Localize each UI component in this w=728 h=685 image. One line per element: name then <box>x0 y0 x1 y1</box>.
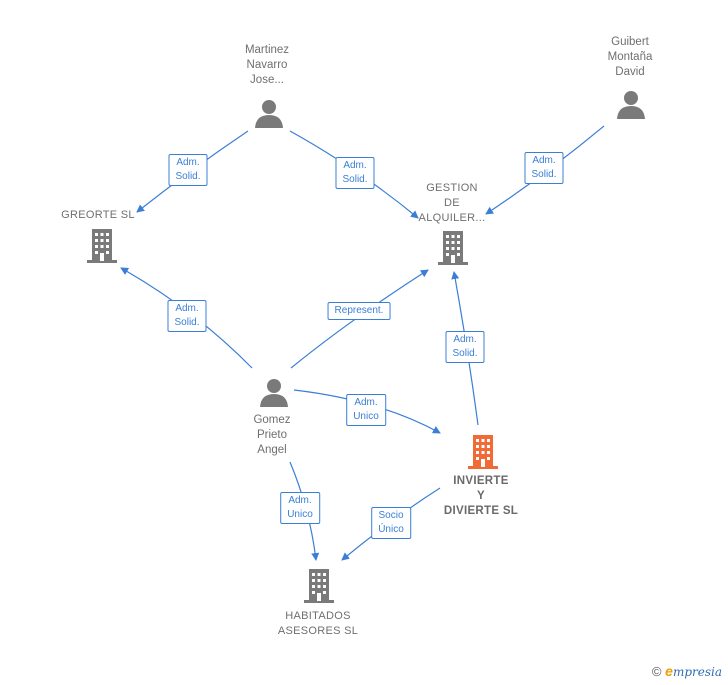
node-label-line: INVIERTE <box>453 475 509 487</box>
node-label-line: Navarro <box>246 59 288 71</box>
node-label-guibert[interactable]: Guibert Montaña David <box>608 35 653 80</box>
brand-watermark: © empresia <box>652 663 722 679</box>
edge-label-line: Socio <box>378 510 404 521</box>
edge-label-line: Unico <box>353 411 379 422</box>
node-label-line: Prieto <box>256 429 288 441</box>
node-label-gestion[interactable]: GESTION DE ALQUILER... <box>419 181 486 226</box>
node-label-line: Guibert <box>611 36 649 48</box>
node-label-line: ASESORES SL <box>277 625 359 637</box>
person-icon[interactable] <box>254 98 284 128</box>
edge-label-gomez-invierte[interactable]: Adm. Unico <box>346 394 386 426</box>
node-label-line: ALQUILER... <box>418 212 486 224</box>
node-label-greorte[interactable]: GREORTE SL <box>61 208 135 223</box>
building-icon[interactable] <box>303 569 335 603</box>
edge-label-line: Adm. <box>175 303 199 314</box>
edge-label-gomez-greorte[interactable]: Adm. Solid. <box>167 300 207 332</box>
edge-label-line: Solid. <box>175 171 201 182</box>
node-label-line: HABITADOS <box>285 610 351 622</box>
node-label-line: Y <box>477 490 485 502</box>
building-icon[interactable] <box>86 229 118 263</box>
edge-label-line: Adm. <box>288 495 312 506</box>
edge-label-martinez-greorte[interactable]: Adm. Solid. <box>168 154 208 186</box>
node-label-line: Jose... <box>250 74 284 86</box>
edge-label-line: Único <box>378 524 404 535</box>
edge-label-line: Adm. <box>453 334 477 345</box>
edge-label-line: Adm. <box>343 160 367 171</box>
edge-label-line: Represent. <box>334 305 384 316</box>
brand-logo-initial: e <box>665 663 673 679</box>
edge-label-line: Solid. <box>531 169 557 180</box>
brand-logo-text: mpresia <box>672 665 722 679</box>
edge-label-line: Adm. <box>176 157 200 168</box>
node-label-line: Angel <box>257 444 287 456</box>
node-label-gomez[interactable]: Gomez Prieto Angel <box>253 413 290 458</box>
edge-label-line: Unico <box>287 509 313 520</box>
edge-label-line: Solid. <box>342 174 368 185</box>
copyright-symbol: © <box>651 664 662 679</box>
person-icon[interactable] <box>616 89 646 119</box>
node-label-habitados[interactable]: HABITADOS ASESORES SL <box>278 609 358 639</box>
node-label-line: DE <box>444 197 460 209</box>
node-label-line: Martinez <box>244 44 290 56</box>
node-label-line: Gomez <box>253 414 291 426</box>
edge-label-line: Adm. <box>532 155 556 166</box>
node-label-line: David <box>615 66 645 78</box>
edge-label-line: Adm. <box>354 397 378 408</box>
edge-label-invierte-habitados[interactable]: Socio Único <box>371 507 411 539</box>
node-label-martinez[interactable]: Martinez Navarro Jose... <box>245 43 289 88</box>
edge-label-gomez-habitados[interactable]: Adm. Unico <box>280 492 320 524</box>
edge-label-invierte-gestion[interactable]: Adm. Solid. <box>445 331 485 363</box>
building-icon[interactable] <box>437 231 469 265</box>
person-icon[interactable] <box>259 377 289 407</box>
node-label-line: Montaña <box>607 51 653 63</box>
edge-label-guibert-gestion[interactable]: Adm. Solid. <box>524 152 564 184</box>
node-label-line: GREORTE SL <box>61 209 135 221</box>
node-label-line: DIVIERTE SL <box>443 505 519 517</box>
edge-label-line: Solid. <box>452 348 478 359</box>
building-icon[interactable] <box>467 435 499 469</box>
node-label-line: GESTION <box>426 182 478 194</box>
node-label-invierte[interactable]: INVIERTE Y DIVIERTE SL <box>444 474 518 519</box>
edge-label-gomez-gestion[interactable]: Represent. <box>327 302 391 320</box>
edge-label-line: Solid. <box>174 317 200 328</box>
edge-label-martinez-gestion[interactable]: Adm. Solid. <box>335 157 375 189</box>
